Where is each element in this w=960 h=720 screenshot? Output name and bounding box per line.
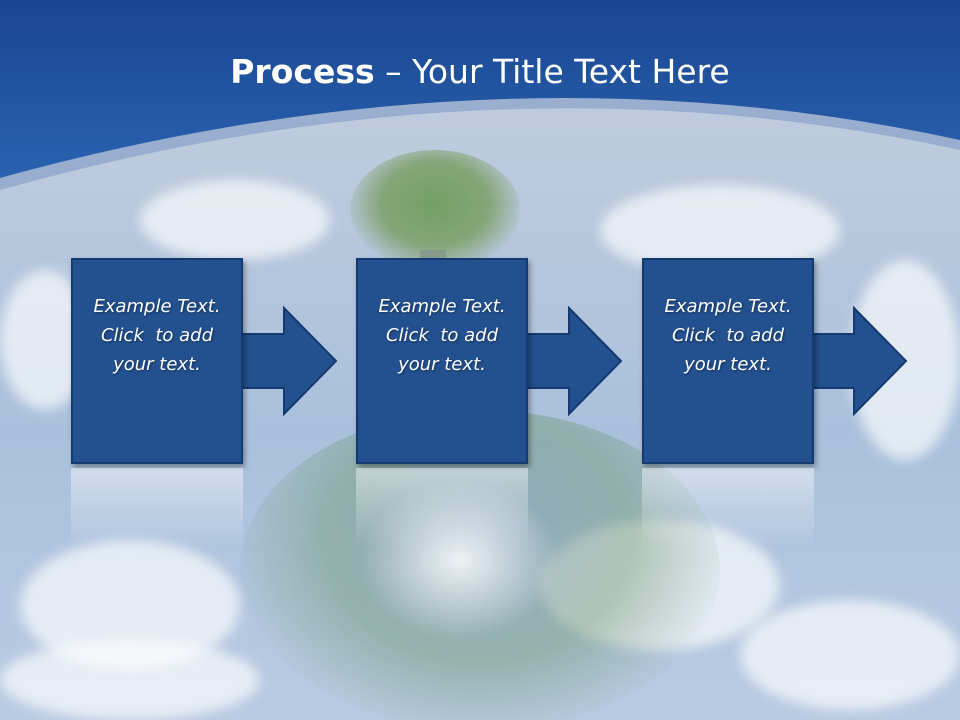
cloud [140, 180, 330, 260]
process-step-text: Example Text. Click to add your text. [93, 292, 220, 379]
right-arrow-icon [521, 306, 623, 416]
title-rest: – Your Title Text Here [374, 52, 730, 91]
right-arrow-icon [806, 306, 908, 416]
process-step-box[interactable]: Example Text. Click to add your text. [356, 258, 528, 464]
right-arrow-icon [236, 306, 338, 416]
process-step-text: Example Text. Click to add your text. [664, 292, 791, 379]
step-line: your text. [684, 353, 772, 375]
step-line: Example Text. [378, 295, 506, 317]
process-step-box[interactable]: Example Text. Click to add your text. [642, 258, 814, 464]
step-line: Click to add [100, 324, 213, 346]
light-glow [360, 480, 560, 640]
step-line: your text. [398, 353, 486, 375]
cloud [740, 600, 960, 710]
process-step-text: Example Text. Click to add your text. [378, 292, 505, 379]
step-line: Example Text. [664, 295, 792, 317]
step-line: Click to add [671, 324, 784, 346]
header-banner [0, 0, 960, 190]
box-reflection [356, 468, 528, 548]
step-line: Example Text. [93, 295, 221, 317]
step-line: your text. [113, 353, 201, 375]
title-bold: Process [230, 52, 375, 91]
slide-title[interactable]: Process – Your Title Text Here [0, 52, 960, 91]
box-reflection [642, 468, 814, 548]
process-step-box[interactable]: Example Text. Click to add your text. [71, 258, 243, 464]
step-line: Click to add [385, 324, 498, 346]
cloud [0, 640, 260, 720]
box-reflection [71, 468, 243, 548]
